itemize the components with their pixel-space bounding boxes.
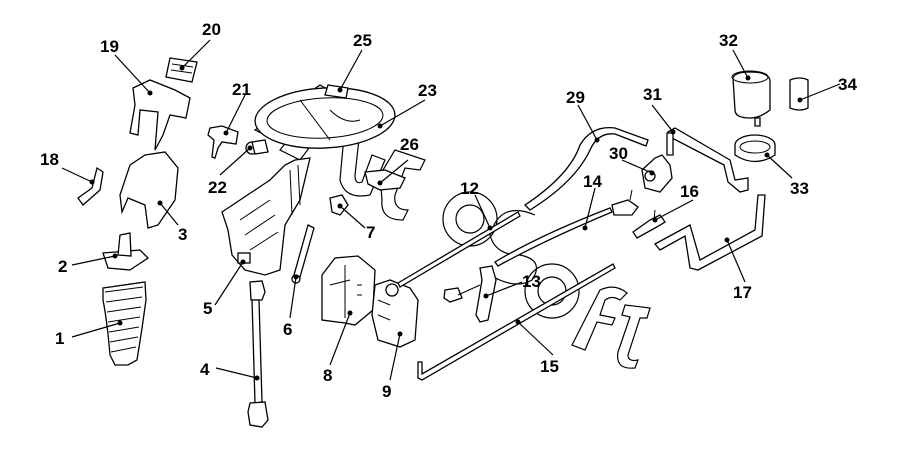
- callout-labels: 1 2 3 4 5 6 7 8 9 12 13 14 15 16 17 18 1…: [40, 20, 857, 401]
- callout-12: 12: [460, 179, 479, 198]
- callout-21: 21: [232, 80, 251, 99]
- part-33-clamp: [734, 134, 776, 163]
- callout-14: 14: [583, 172, 602, 191]
- part-6-damper: [291, 224, 315, 284]
- callout-9: 9: [382, 382, 391, 401]
- callout-17: 17: [733, 283, 752, 302]
- part-16-ball-joint: [632, 209, 666, 239]
- callout-20: 20: [202, 20, 221, 39]
- callout-23: 23: [418, 81, 437, 100]
- part-25-emblem: [324, 84, 349, 99]
- part-3-shroud-lower: [119, 151, 179, 229]
- part-26-bracket: [364, 169, 406, 191]
- part-34-filter: [789, 77, 809, 111]
- callout-2: 2: [58, 257, 67, 276]
- part-30-union: [641, 154, 673, 193]
- callout-4: 4: [200, 360, 210, 379]
- callout-22: 22: [208, 178, 227, 197]
- part-32-reservoir: [731, 70, 771, 127]
- callout-3: 3: [178, 225, 187, 244]
- callout-18: 18: [40, 150, 59, 169]
- part-5-steering-column: [221, 157, 311, 276]
- part-21-ignition-lock: [207, 125, 239, 159]
- callout-33: 33: [790, 179, 809, 198]
- part-29-hose: [523, 126, 649, 211]
- leader-lines: [61, 39, 841, 381]
- part-1-boot: [102, 281, 147, 366]
- callout-31: 31: [643, 85, 662, 104]
- callout-15: 15: [540, 357, 559, 376]
- part-4-intermediate-shaft: [247, 280, 269, 428]
- part-2-gaiter-plate: [102, 232, 150, 271]
- part-9-steering-valve: [371, 279, 419, 348]
- callout-1: 1: [55, 329, 64, 348]
- callout-7: 7: [366, 223, 375, 242]
- callout-16: 16: [680, 182, 699, 201]
- callout-26: 26: [400, 135, 419, 154]
- callout-29: 29: [566, 88, 585, 107]
- callout-8: 8: [323, 366, 332, 385]
- part-14-drag-link: [494, 189, 639, 267]
- callout-30: 30: [609, 144, 628, 163]
- part-19-shroud-upper: [129, 79, 191, 151]
- part-12-tie-rod: [397, 211, 521, 288]
- part-17-return-hose: [653, 194, 766, 271]
- callout-5: 5: [203, 299, 212, 318]
- callout-32: 32: [719, 31, 738, 50]
- part-31-hose: [666, 127, 749, 193]
- part-18-clip: [77, 166, 104, 206]
- part-13-drop-arm: [443, 265, 497, 323]
- callout-34: 34: [838, 75, 857, 94]
- callout-19: 19: [100, 37, 119, 56]
- callout-13: 13: [522, 272, 541, 291]
- part-23-steering-wheel: [254, 87, 396, 149]
- callout-25: 25: [353, 31, 372, 50]
- callout-6: 6: [283, 320, 292, 339]
